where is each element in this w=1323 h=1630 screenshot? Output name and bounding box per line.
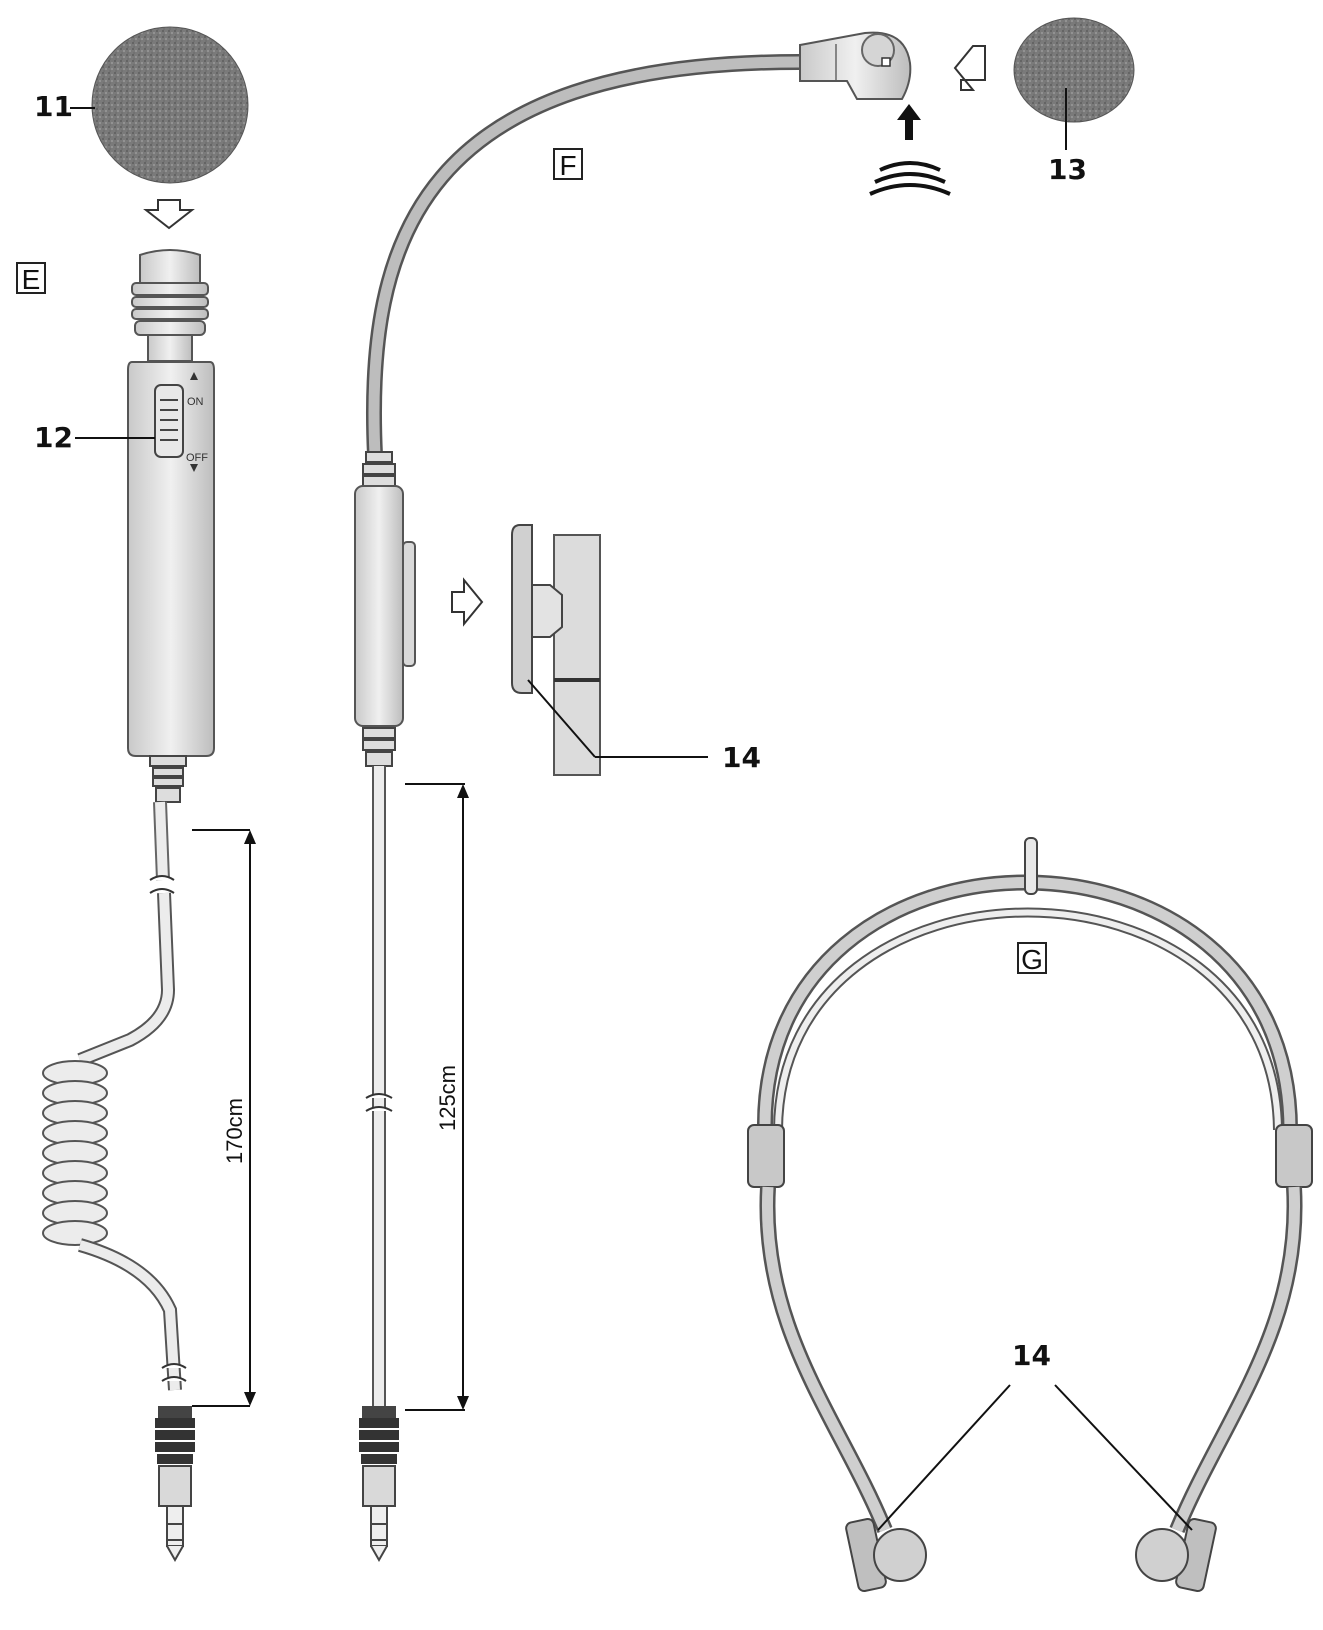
section-label-f: F [553,148,583,181]
callout-11: 11 [34,90,73,123]
dimension-170cm: 170cm [222,1097,247,1165]
section-label-g: G [1017,942,1047,975]
clip-detail [511,524,708,776]
foam-windscreen-e [91,26,249,184]
foam-windscreen-f [1013,17,1135,123]
switch-on-label: ON [187,396,204,408]
gooseneck-capsule [799,31,912,100]
callout-14-clip: 14 [722,741,761,774]
sound-arrow-icon [897,104,921,140]
callout-12: 12 [34,421,73,454]
microphone-f [354,17,1135,1563]
inline-control-box [354,485,404,727]
gooseneck [365,53,806,456]
switch-off-label: OFF [186,452,208,464]
callout-14-headband: 14 [1012,1339,1051,1372]
dimension-125cm: 125cm [435,1064,460,1132]
callout-13: 13 [1048,153,1087,186]
microphone-e [42,26,256,1563]
mic-handle [127,361,215,757]
headband-g [747,837,1313,1593]
section-label-e: E [16,262,46,295]
insert-arrow-icon [143,199,195,230]
coiled-cable [42,1060,108,1246]
